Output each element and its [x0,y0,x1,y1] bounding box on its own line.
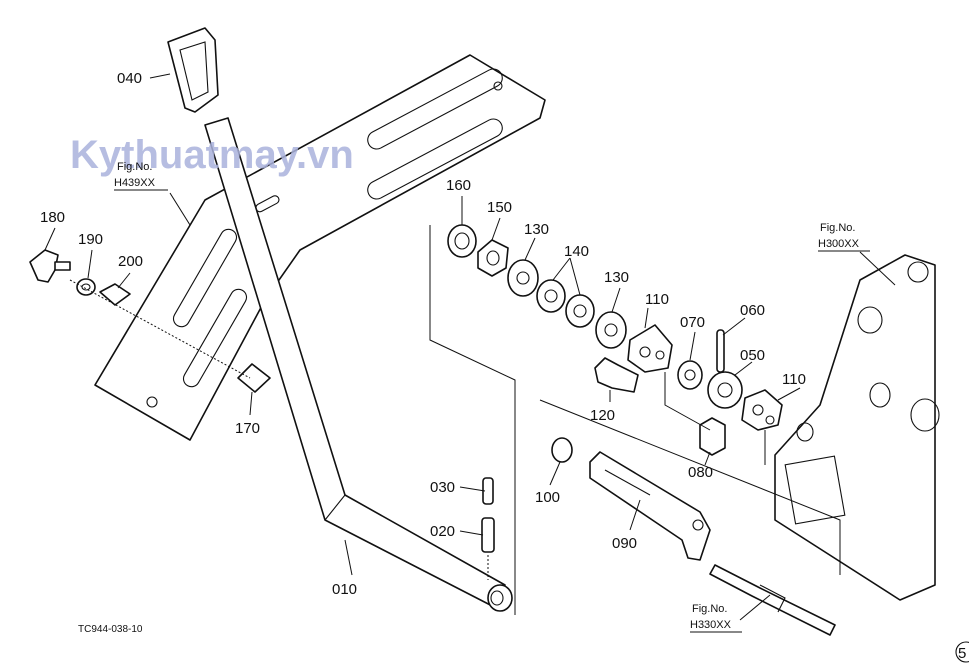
fig-ref-number: H439XX [114,177,156,189]
corner-mark: 5 [955,641,969,663]
fig-ref-h300: Fig.No. H300XX [818,222,870,252]
washer-190 [76,278,96,296]
part-label: 080 [688,464,713,481]
part-label: 070 [680,314,705,331]
lever-010 [204,117,513,612]
part-label: 180 [40,209,65,226]
part-label: 150 [487,199,512,216]
part-label: 200 [118,253,143,270]
o-ring-100 [551,437,573,463]
part-label: 120 [590,407,615,424]
housing [774,254,940,601]
part-label: 170 [235,420,260,437]
part-label: 110 [645,291,669,308]
washer-stack [447,224,783,456]
drawing-code: TC944-038-10 [78,624,143,635]
part-label: 060 [740,302,765,319]
part-label: 020 [430,523,455,540]
part-label: 130 [604,269,629,286]
part-label: 110 [782,371,806,388]
link-rod [709,564,836,636]
part-label: 040 [117,70,142,87]
fig-ref-label: Fig.No. [692,603,727,615]
fig-ref-label: Fig.No. [117,161,152,173]
knob-040 [167,27,219,113]
fig-ref-h439: Fig.No. H439XX [114,161,168,191]
fig-ref-number: H300XX [818,238,860,250]
part-label: 130 [524,221,549,238]
nut-170 [237,363,271,393]
fig-ref-h330: Fig.No. H330XX [690,603,742,633]
pin-020 [481,517,495,553]
fig-ref-label: Fig.No. [820,222,855,234]
part-label: 010 [332,581,357,598]
part-label: 140 [564,243,589,260]
part-label: 160 [446,177,471,194]
watermark-text: Kythuatmay.vn [70,133,354,177]
corner-number: 5 [958,645,966,662]
part-label: 050 [740,347,765,364]
bracket-plate [94,54,546,441]
shaft-090 [589,451,711,561]
knob-bolt-180 [29,249,71,283]
part-label: 030 [430,479,455,496]
part-label: 190 [78,231,103,248]
nut-200 [99,283,131,306]
fig-ref-number: H330XX [690,619,732,631]
part-label: 100 [535,489,560,506]
part-label: 090 [612,535,637,552]
